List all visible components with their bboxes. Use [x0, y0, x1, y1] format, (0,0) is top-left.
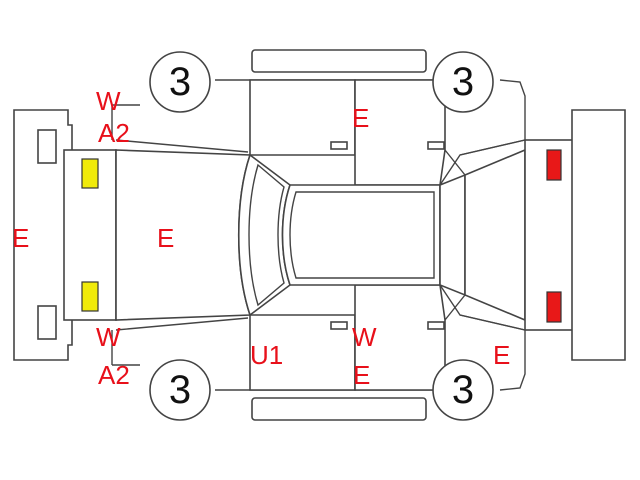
roof-inner [289, 191, 435, 279]
rear-lamp-bottom[interactable] [546, 291, 562, 323]
front-bumper-slot-top [37, 129, 57, 164]
rear-pillar-bottom [444, 294, 526, 331]
wheel-front-left[interactable]: 3 [149, 51, 211, 113]
front-fender-bottom [115, 317, 249, 331]
wheel-rear-left[interactable]: 3 [432, 51, 494, 113]
wheel-front-left-value: 3 [169, 60, 191, 104]
mark-rear-quarter: E [493, 340, 510, 370]
mark-rear-bottom-door-e: E [353, 360, 370, 390]
mark-front-upper-w: W [96, 86, 121, 116]
front-lamp-bottom[interactable] [81, 281, 99, 312]
mark-front-upper-a2: A2 [98, 118, 130, 148]
top-side-sill[interactable] [251, 49, 427, 73]
windshield-inner [248, 163, 285, 307]
mark-hood: E [157, 223, 174, 253]
rear-window[interactable] [439, 173, 466, 297]
trunk-lid[interactable] [464, 148, 526, 322]
mark-rear-bottom-door-w: W [352, 322, 377, 352]
rear-door-bottom-handle [427, 321, 445, 330]
bottom-side-sill[interactable] [251, 397, 427, 421]
front-lamp-top[interactable] [81, 158, 99, 189]
front-bumper[interactable] [13, 109, 73, 361]
wheel-rear-right-value: 3 [452, 368, 474, 412]
rear-bumper[interactable] [571, 109, 626, 361]
mark-rear-top-door: E [352, 103, 369, 133]
mark-front-bottom-door: U1 [250, 340, 283, 370]
rear-lamp-top[interactable] [546, 149, 562, 181]
roof[interactable] [281, 184, 441, 286]
mark-front-lower-a2: A2 [98, 360, 130, 390]
front-door-top-handle [330, 141, 348, 150]
mark-front-lower-w: W [96, 322, 121, 352]
mark-front-bumper: E [12, 223, 29, 253]
rear-door-top-handle [427, 141, 445, 150]
wheel-rear-right[interactable]: 3 [432, 359, 494, 421]
rear-door-top[interactable] [354, 79, 446, 186]
rear-pillar-top [444, 139, 526, 176]
front-bumper-slot-bottom [37, 305, 57, 340]
wheel-rear-left-value: 3 [452, 60, 474, 104]
hood[interactable] [115, 149, 252, 321]
front-door-bottom-handle [330, 321, 348, 330]
wheel-front-right-value: 3 [169, 368, 191, 412]
wheel-front-right[interactable]: 3 [149, 359, 211, 421]
